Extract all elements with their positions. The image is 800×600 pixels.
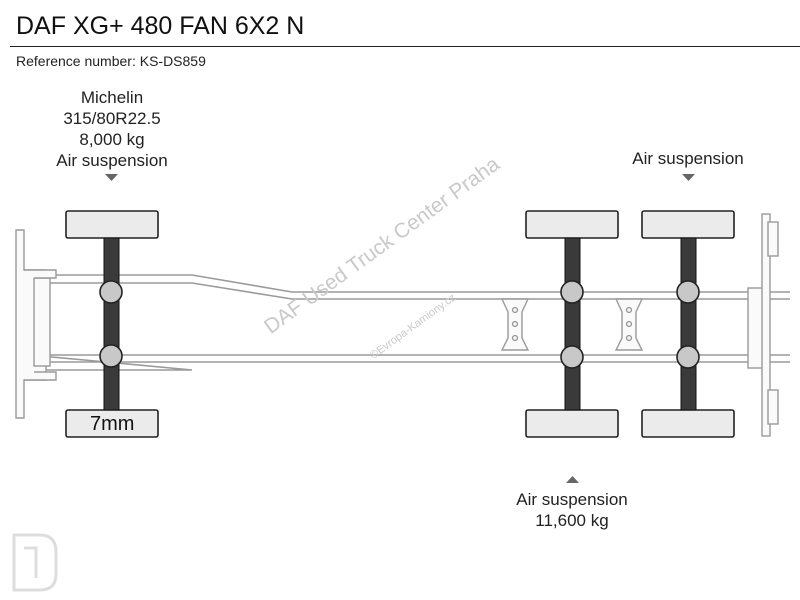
- tag-axle-lower-hub: [676, 345, 700, 369]
- front-axle-load: 8,000 kg: [79, 130, 145, 149]
- tread-depth-label: 7mm: [90, 413, 135, 435]
- tag-axle-upper-hub: [676, 280, 700, 304]
- page-title: DAF XG+ 480 FAN 6X2 N: [16, 12, 305, 40]
- front-axle-upper-hub: [99, 280, 123, 304]
- tag-suspension: Air suspension: [632, 149, 744, 168]
- tag-right-tire: [641, 409, 735, 438]
- front-left-tire: [65, 210, 159, 239]
- tag-axle-label: Air suspension: [608, 148, 768, 169]
- tag-left-tire: [641, 210, 735, 239]
- reference-number: Reference number: KS-DS859: [16, 53, 206, 69]
- watermark-logo-icon: [12, 533, 58, 592]
- tag-axle: [641, 210, 735, 438]
- drive-arrow-icon: [566, 476, 579, 483]
- front-tire-brand: Michelin: [80, 88, 144, 107]
- front-axle-beam: [103, 237, 120, 411]
- drive-left-tire: [525, 210, 619, 239]
- front-bumper: [15, 229, 57, 419]
- cross-members: [500, 298, 644, 351]
- drive-axle-load: 11,600 kg: [535, 511, 609, 530]
- drive-axle-beam: [564, 237, 581, 411]
- rear-end: [747, 213, 779, 437]
- rear-drive-axle: [525, 210, 619, 438]
- front-suspension: Air suspension: [56, 151, 168, 170]
- tag-arrow-icon: [682, 174, 695, 181]
- front-axle-label: Michelin 315/80R22.5 8,000 kg Air suspen…: [42, 87, 182, 171]
- drive-suspension: Air suspension: [516, 490, 628, 509]
- front-axle: [65, 210, 159, 438]
- drive-axle-upper-hub: [560, 280, 584, 304]
- front-tire-size: 315/80R22.5: [63, 109, 161, 128]
- front-arrow-icon: [105, 174, 118, 181]
- drive-axle-lower-hub: [560, 345, 584, 369]
- tag-axle-beam: [680, 237, 697, 411]
- drive-axle-label: Air suspension 11,600 kg: [492, 489, 652, 531]
- header-divider: [10, 46, 800, 47]
- front-axle-lower-hub: [99, 344, 123, 368]
- drive-right-tire: [525, 409, 619, 438]
